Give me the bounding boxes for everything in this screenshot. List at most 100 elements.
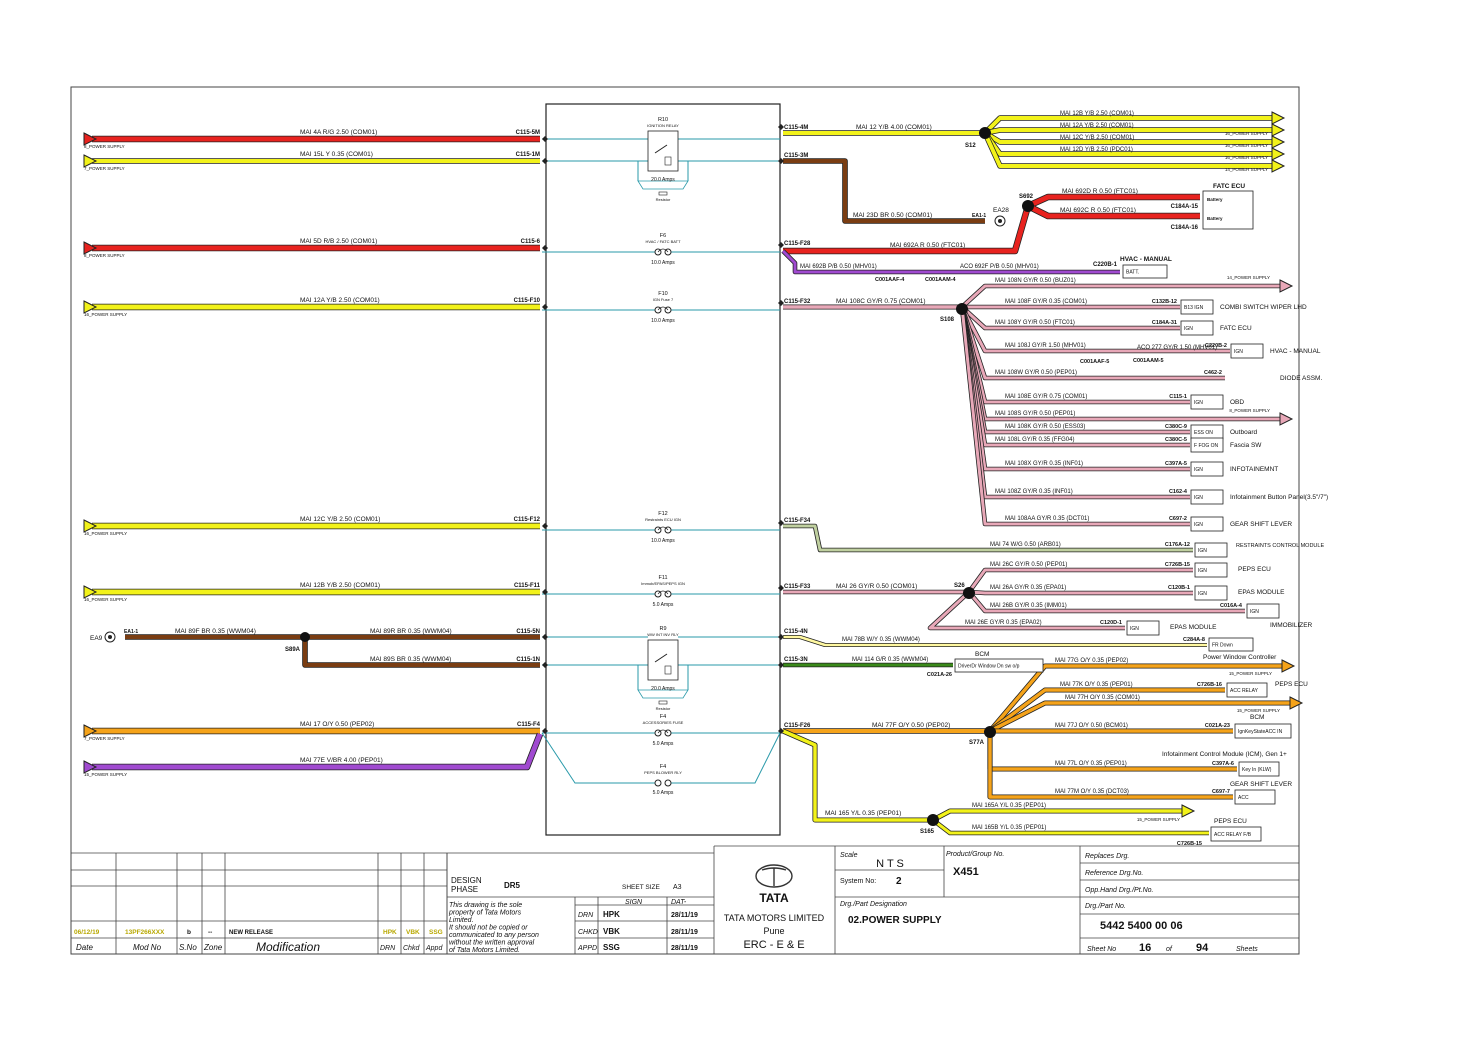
s77a-box-3-label: IgnKeyStateACC IN (1238, 729, 1283, 735)
s26-name-0: PEPS ECU (1238, 566, 1271, 573)
pin-c115-4m: C115-4M (784, 125, 808, 131)
left-wire-label-6: MAI 17 O/Y 0.50 (PEP02) (300, 721, 374, 728)
fuse-f4b-in (541, 732, 655, 784)
fuse-f4b-name: F4 (660, 764, 666, 770)
scale-value: N T S (876, 858, 904, 870)
rev-mod: 13PF266XXX (125, 929, 165, 936)
w114-name: BCM (975, 651, 989, 658)
sign-label: SIGN (625, 899, 643, 906)
appd-date: 28/11/19 (671, 945, 698, 952)
rev-sno: b (187, 929, 191, 936)
s108-splice-label: S108 (940, 317, 955, 323)
s77a-name-4: Infotainment Control Module (ICM), Gen 1… (1162, 751, 1287, 758)
of-label: of (1166, 946, 1173, 953)
hvac-batt-box-label: BATT. (1126, 270, 1139, 276)
hdr-mod: Mod No (133, 943, 162, 952)
s108-box-8 (1190, 437, 1224, 453)
ea9-ground-dot (108, 635, 112, 639)
s12-branch-label-0: MAI 12B Y/B 2.50 (COM01) (1060, 111, 1134, 117)
s12-arrow-2 (1271, 135, 1286, 149)
s108-pin-1: C132B-12 (1152, 299, 1177, 305)
rev-chkd: VBK (406, 929, 420, 936)
notice-2: Limited. (449, 917, 474, 924)
s108-branch-3 (960, 306, 1230, 353)
s108-branch-label-10: MAI 108Z GY/R 0.35 (INF01) (995, 489, 1073, 495)
s692-b1-pin: C184A-15 (1171, 204, 1199, 210)
f34-wire-outline (783, 523, 1193, 553)
s108-branch-0 (960, 284, 1280, 309)
chkd-date: 28/11/19 (671, 929, 698, 936)
s77a-splice (984, 726, 996, 738)
s26-box-0 (1194, 562, 1228, 578)
sheet-total: 94 (1196, 942, 1209, 954)
pin-c115-f34: C115-F34 (784, 518, 811, 524)
s692-main-label: MAI 692A R 0.50 (FTC01) (890, 242, 965, 249)
supply-arrow-left-0 (83, 132, 98, 146)
supply-arrow-left-4 (83, 519, 98, 533)
opp-label: Opp.Hand Drg./Pt.No. (1085, 887, 1154, 894)
left-supply-label-7: 15_POWER SUPPLY (84, 772, 127, 777)
s77a-label-4: MAI 77L O/Y 0.35 (PEP01) (1055, 761, 1127, 767)
left-pin-6: C115-F4 (517, 722, 541, 728)
relay-r10-contact (654, 144, 668, 154)
s108-aco: ACO 277 GY/R 1.50 (MHV01) (1137, 345, 1217, 351)
left-supply-label-3: 16_POWER SUPPLY (84, 312, 127, 317)
s26-splice (963, 587, 975, 599)
s165-pin: C726B-15 (1177, 841, 1202, 847)
pin-c115-f28: C115-F28 (784, 241, 811, 247)
hdr-sno: S.No (179, 943, 197, 952)
fuse-f4b-amps: 5.0 Amps (653, 790, 674, 796)
notice-4: communicated to any person (449, 932, 539, 939)
chkd-name: VBK (603, 927, 620, 936)
relay-r10-coil (664, 156, 672, 166)
s77a-pin-4: C397A-6 (1212, 761, 1234, 767)
pin-right-7 (778, 662, 784, 668)
hdr-drn: DRN (380, 945, 396, 952)
designation: 02.POWER SUPPLY (848, 915, 942, 926)
s108-box-7-label: ESS ON (1194, 430, 1213, 436)
hvac-name: HVAC - MANUAL (1120, 256, 1172, 263)
s26-box-1 (1194, 585, 1228, 601)
fuse-f4a-link (657, 729, 669, 734)
fuse-f4b-term-a (654, 779, 662, 787)
w78-box-label: FR Down (1212, 643, 1233, 649)
s108-pin-3: C220B-2 (1205, 343, 1227, 349)
fuse-f4b-desc: PEPS BLOWER RLY (644, 770, 682, 775)
hdr-desc: Modification (256, 940, 320, 954)
s77a-box-1 (1226, 682, 1268, 698)
s108-branch-label-4: MAI 108W GY/R 0.50 (PEP01) (995, 370, 1077, 376)
system-label: System No: (840, 878, 876, 885)
s12-arrow-1 (1271, 123, 1286, 137)
part-label: Drg./Part No. (1085, 903, 1126, 910)
s26-box-1-label: IGN (1198, 591, 1207, 597)
s26-box-0-label: IGN (1198, 568, 1207, 574)
rev-zone: -- (208, 929, 212, 936)
s77a-branch-5 (988, 731, 1233, 799)
supply-arrow-left-6 (83, 724, 98, 738)
ea28-ground-dot (998, 219, 1002, 223)
left-wire-label-3: MAI 12A Y/B 2.50 (COM01) (300, 297, 380, 304)
s77a-pin-1: C726B-16 (1197, 682, 1222, 688)
s108-splice (956, 303, 968, 315)
left-supply-label-5: 16_POWER SUPPLY (84, 597, 127, 602)
fuse-f4a-amps: 5.0 Amps (653, 741, 674, 747)
left-wire-label-0: MAI 4A R/G 2.50 (COM01) (300, 129, 377, 136)
s692-splice-label: S692 (1019, 194, 1034, 200)
left-wire-label-4: MAI 12C Y/B 2.50 (COM01) (300, 516, 380, 523)
s108-supply-0: 14_POWER SUPPLY (1227, 275, 1270, 280)
fuse-f6-name: F6 (660, 233, 666, 239)
left-pin-2: C115-6 (521, 239, 541, 245)
relay-r10-desc: IGNITION RELAY (647, 123, 679, 128)
pin-left-1 (542, 158, 548, 164)
s108-name-5: OBD (1230, 399, 1244, 406)
s108-box-9-label: IGN (1194, 467, 1203, 473)
s26-box-3-label: IGN (1130, 626, 1139, 632)
s26-pin-3: C120D-1 (1100, 620, 1122, 626)
ea9-pin: EA1-1 (124, 629, 138, 635)
left-wire-label-2: MAI 5D R/B 2.50 (COM01) (300, 238, 377, 245)
ea28-pin: EA1-1 (972, 213, 986, 219)
s108-supply-6: 8_POWER SUPPLY (1229, 408, 1270, 413)
s692-b2-label: MAI 692C R 0.50 (FTC01) (1060, 207, 1136, 214)
